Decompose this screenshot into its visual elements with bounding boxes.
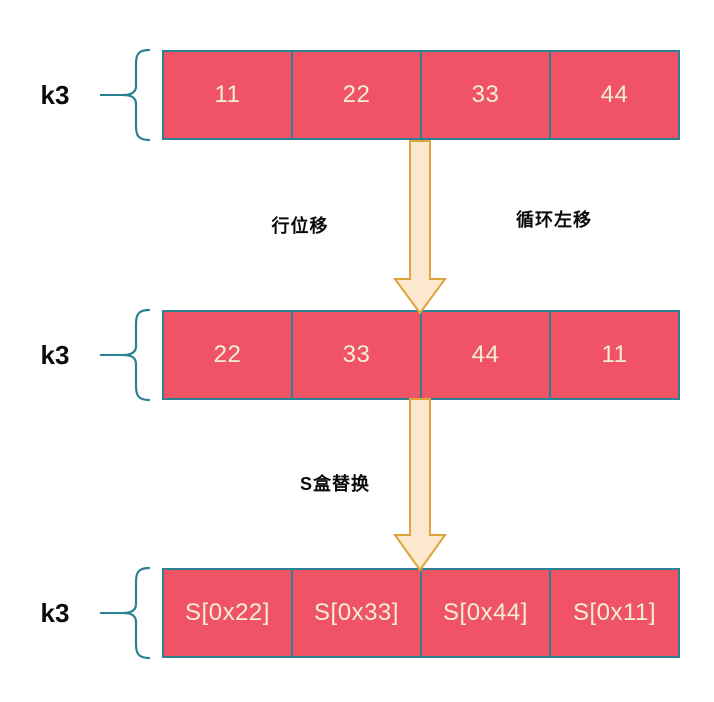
brace-connector-line xyxy=(100,612,123,614)
cell: S[0x33] xyxy=(291,570,420,656)
key-label-row1: k3 xyxy=(40,80,70,110)
left-curly-brace-icon xyxy=(119,48,151,142)
cell: S[0x11] xyxy=(549,570,678,656)
cell: 11 xyxy=(214,81,241,108)
cell: S[0x22] xyxy=(185,599,270,626)
cell: 22 xyxy=(213,341,242,368)
down-arrow-icon xyxy=(393,140,447,315)
key-label-row3: k3 xyxy=(40,598,70,628)
cell: S[0x44] xyxy=(420,570,549,656)
cell: 44 xyxy=(420,312,549,398)
down-arrow-icon xyxy=(393,398,447,572)
cell: 22 xyxy=(291,52,420,138)
cell: 33 xyxy=(420,52,549,138)
left-curly-brace-icon xyxy=(119,308,151,402)
brace-connector-line xyxy=(100,94,123,96)
left-curly-brace-icon xyxy=(119,566,151,660)
key-label-row2: k3 xyxy=(40,340,70,370)
step1-right-label: 循环左移 xyxy=(516,210,592,230)
cell: 44 xyxy=(549,52,678,138)
state-row-1: 11 22 33 44 xyxy=(162,50,680,140)
cell: 33 xyxy=(291,312,420,398)
state-row-3: S[0x22] S[0x33] S[0x44] S[0x11] xyxy=(162,568,680,658)
state-row-2: 22 33 44 11 xyxy=(162,310,680,400)
cell: 11 xyxy=(549,312,678,398)
brace-connector-line xyxy=(100,354,123,356)
step1-left-label: 行位移 xyxy=(271,216,329,236)
step2-label: S盒替换 xyxy=(299,474,371,494)
